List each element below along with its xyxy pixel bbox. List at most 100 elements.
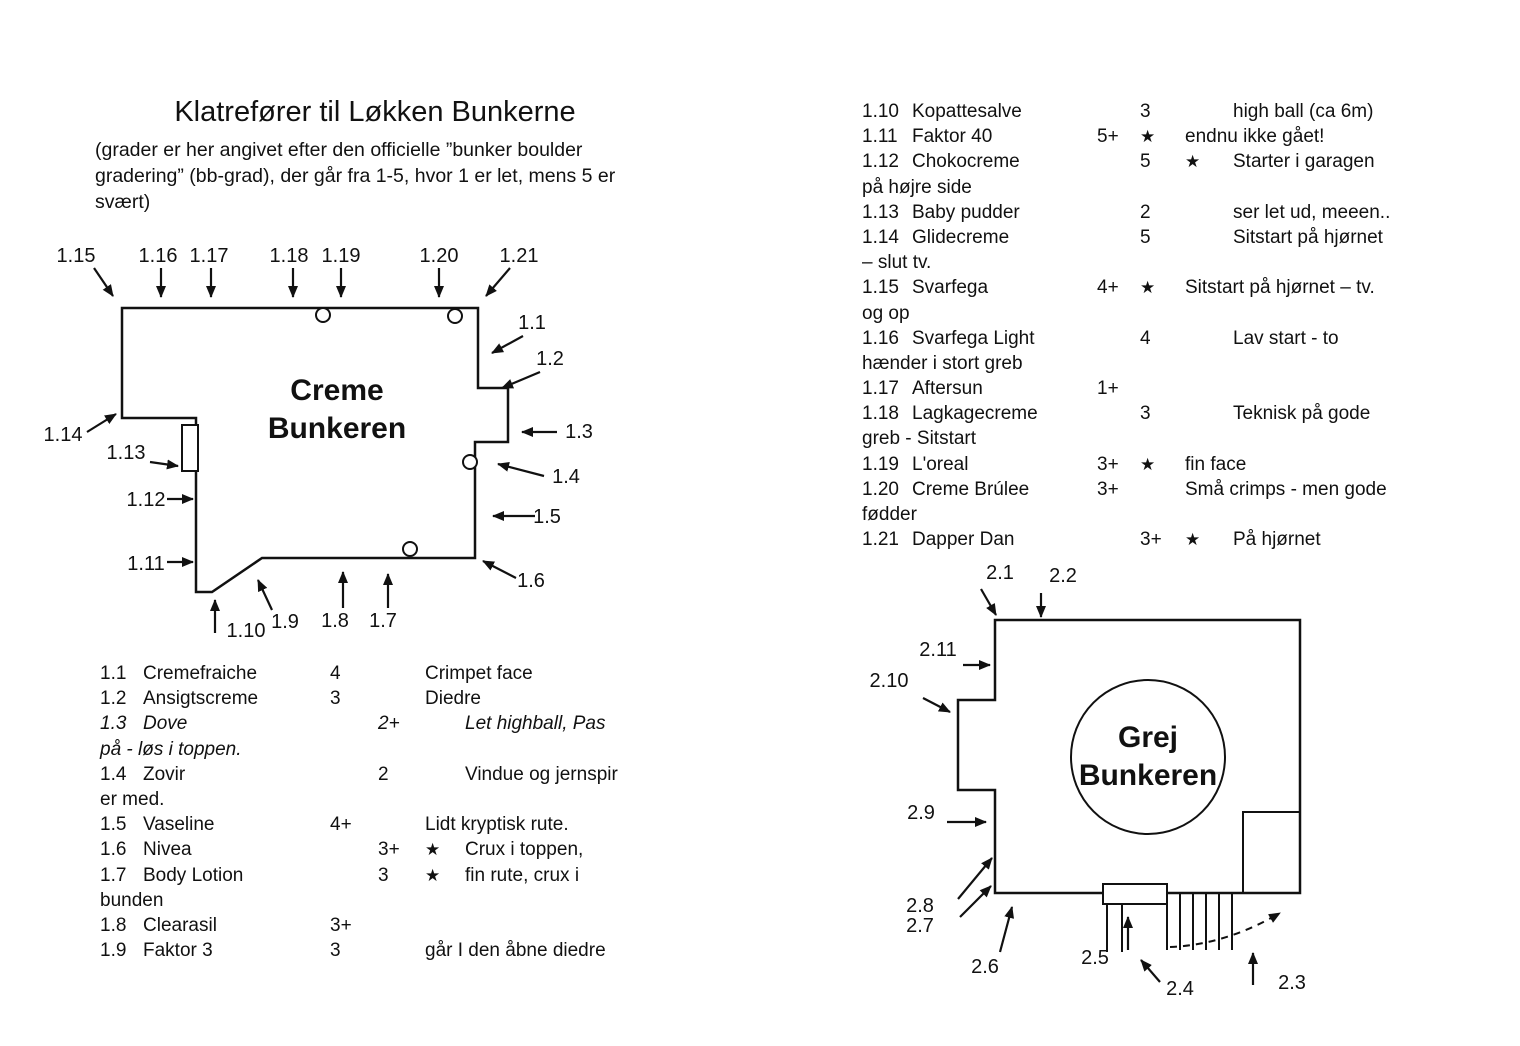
route-arrow-label: 1.6 — [517, 570, 545, 592]
feature-circle — [447, 308, 463, 324]
route-arrow-label: 1.1 — [518, 312, 546, 334]
route-row: 1.14 Glidecreme 5 Sitstart på hjørnet — [862, 225, 1482, 250]
route-arrow — [86, 413, 117, 433]
route-grade: 3+ — [330, 914, 352, 936]
route-arrow-label: 1.3 — [565, 421, 593, 443]
route-arrow-label: 1.8 — [321, 610, 349, 632]
star-icon: ★ — [1185, 152, 1201, 172]
creme-bunker-outline — [120, 306, 510, 594]
route-arrow-label: 1.13 — [107, 442, 146, 464]
route-description: Diedre — [425, 688, 481, 710]
route-grade: 1+ — [1097, 378, 1119, 400]
route-row: 1.12 Chokocreme 5 ★ Starter i garagen — [862, 149, 1482, 174]
route-note — [100, 661, 700, 686]
route-number: 1.19 — [862, 453, 899, 475]
route-description: Vindue og jernspir — [465, 763, 618, 785]
route-number: 1.15 — [862, 277, 899, 299]
route-row: 1.9 Faktor 3 3 går I den åbne diedre — [100, 938, 700, 963]
bunker-title-line: Bunkeren — [1079, 759, 1217, 792]
stairs — [1106, 893, 1233, 952]
route-name: Dove — [143, 713, 188, 735]
route-note — [100, 938, 700, 963]
route-arrow-label: 1.14 — [44, 424, 83, 446]
route-name: Chokocreme — [912, 151, 1020, 173]
route-description: Lidt kryptisk rute. — [425, 814, 569, 836]
route-arrow — [497, 461, 545, 478]
route-name: L'oreal — [912, 453, 969, 475]
route-arrow-label: 2.7 — [906, 915, 934, 937]
route-row: 1.21 Dapper Dan 3+ ★ På hjørnet — [862, 527, 1482, 552]
route-note — [100, 812, 700, 837]
route-grade: 3 — [330, 940, 341, 962]
grej-bunker-map: Grej Bunkeren 2.1 2.2 2.11 2.10 2.9 2.8 … — [870, 562, 1306, 1000]
dome-feature — [1070, 679, 1226, 835]
route-note — [862, 124, 1482, 149]
route-grade: 4+ — [330, 814, 352, 836]
route-arrow-label: 1.15 — [57, 245, 96, 267]
route-note — [100, 711, 700, 736]
route-grade: 5+ — [1097, 126, 1119, 148]
feature-circle — [315, 307, 331, 323]
route-number: 1.2 — [100, 688, 127, 710]
route-note: på højre side — [862, 176, 972, 198]
route-arrow-label: 1.7 — [369, 610, 397, 632]
route-row: 1.11 Faktor 40 5+ ★ endnu ikke gået! — [862, 124, 1482, 149]
route-note: på - løs i toppen. — [100, 738, 242, 760]
route-name: Aftersun — [912, 378, 983, 400]
route-arrow-label: 1.18 — [270, 245, 309, 267]
route-arrow — [93, 267, 114, 297]
route-description: Sitstart på hjørnet – tv. — [1185, 277, 1375, 299]
route-note: – slut tv. — [862, 252, 932, 274]
route-name: Dapper Dan — [912, 529, 1015, 551]
route-row: på højre side — [862, 175, 1482, 200]
route-arrow-label: 1.21 — [500, 245, 539, 267]
route-arrow-label: 2.11 — [919, 639, 956, 661]
route-grade: 3 — [378, 864, 389, 886]
bunker-title-line: Grej — [1118, 721, 1178, 754]
route-grade: 5 — [1140, 226, 1151, 248]
route-row: greb - Sitstart — [862, 426, 1482, 451]
route-description: Små crimps - men gode — [1185, 478, 1387, 500]
route-description: Crimpet face — [425, 663, 533, 684]
route-description: Crux i toppen, — [465, 839, 584, 861]
route-description: Starter i garagen — [1233, 151, 1375, 173]
star-icon: ★ — [1140, 454, 1156, 474]
route-arrow — [1140, 959, 1161, 983]
star-icon: ★ — [1185, 530, 1201, 550]
route-row: 1.15 Svarfega 4+ ★ Sitstart på hjørnet –… — [862, 275, 1482, 300]
route-note: greb - Sitstart — [862, 428, 977, 450]
route-note: er med. — [100, 788, 165, 810]
page-subtitle: (grader er her angivet efter den officie… — [95, 139, 616, 213]
route-grade: 3+ — [378, 839, 400, 861]
route-grade: 3+ — [1097, 453, 1119, 475]
route-name: Kopattesalve — [912, 101, 1022, 122]
route-list-creme: 1.1 Cremefraiche 4 Crimpet face 1.2 Ansi… — [100, 661, 700, 963]
route-number: 1.17 — [862, 378, 899, 400]
route-row: er med. — [100, 787, 700, 812]
route-row: 1.3 Dove 2+ Let highball, Pas — [100, 711, 700, 736]
route-name: Clearasil — [143, 914, 217, 936]
route-name: Zovir — [143, 763, 186, 785]
route-row: – slut tv. — [862, 250, 1482, 275]
route-description: Lav start - to — [1233, 327, 1339, 349]
route-name: Svarfega Light — [912, 327, 1035, 349]
route-number: 1.21 — [862, 529, 899, 551]
route-row: 1.18 Lagkagecreme 3 Teknisk på gode — [862, 401, 1482, 426]
route-arrow-label: 2.6 — [971, 956, 999, 978]
route-number: 1.18 — [862, 403, 899, 425]
route-arrow-label: 1.2 — [536, 348, 564, 370]
route-row: 1.20 Creme Brúlee 3+ Små crimps - men go… — [862, 477, 1482, 502]
route-name: Vaseline — [143, 814, 215, 836]
route-row: fødder — [862, 502, 1482, 527]
route-note: hænder i stort greb — [862, 352, 1023, 374]
route-arrow-label: 2.1 — [986, 562, 1014, 584]
route-arrow-label: 1.17 — [190, 245, 229, 267]
route-arrow-label: 1.10 — [227, 620, 266, 642]
route-description: Teknisk på gode — [1233, 403, 1371, 425]
route-row: 1.16 Svarfega Light 4 Lav start - to — [862, 326, 1482, 351]
route-row: 1.5 Vaseline 4+ Lidt kryptisk rute. — [100, 812, 700, 837]
route-name: Ansigtscreme — [143, 688, 259, 710]
route-row: 1.6 Nivea 3+ ★ Crux i toppen, — [100, 837, 700, 862]
route-note — [100, 837, 700, 862]
route-number: 1.13 — [862, 201, 899, 223]
